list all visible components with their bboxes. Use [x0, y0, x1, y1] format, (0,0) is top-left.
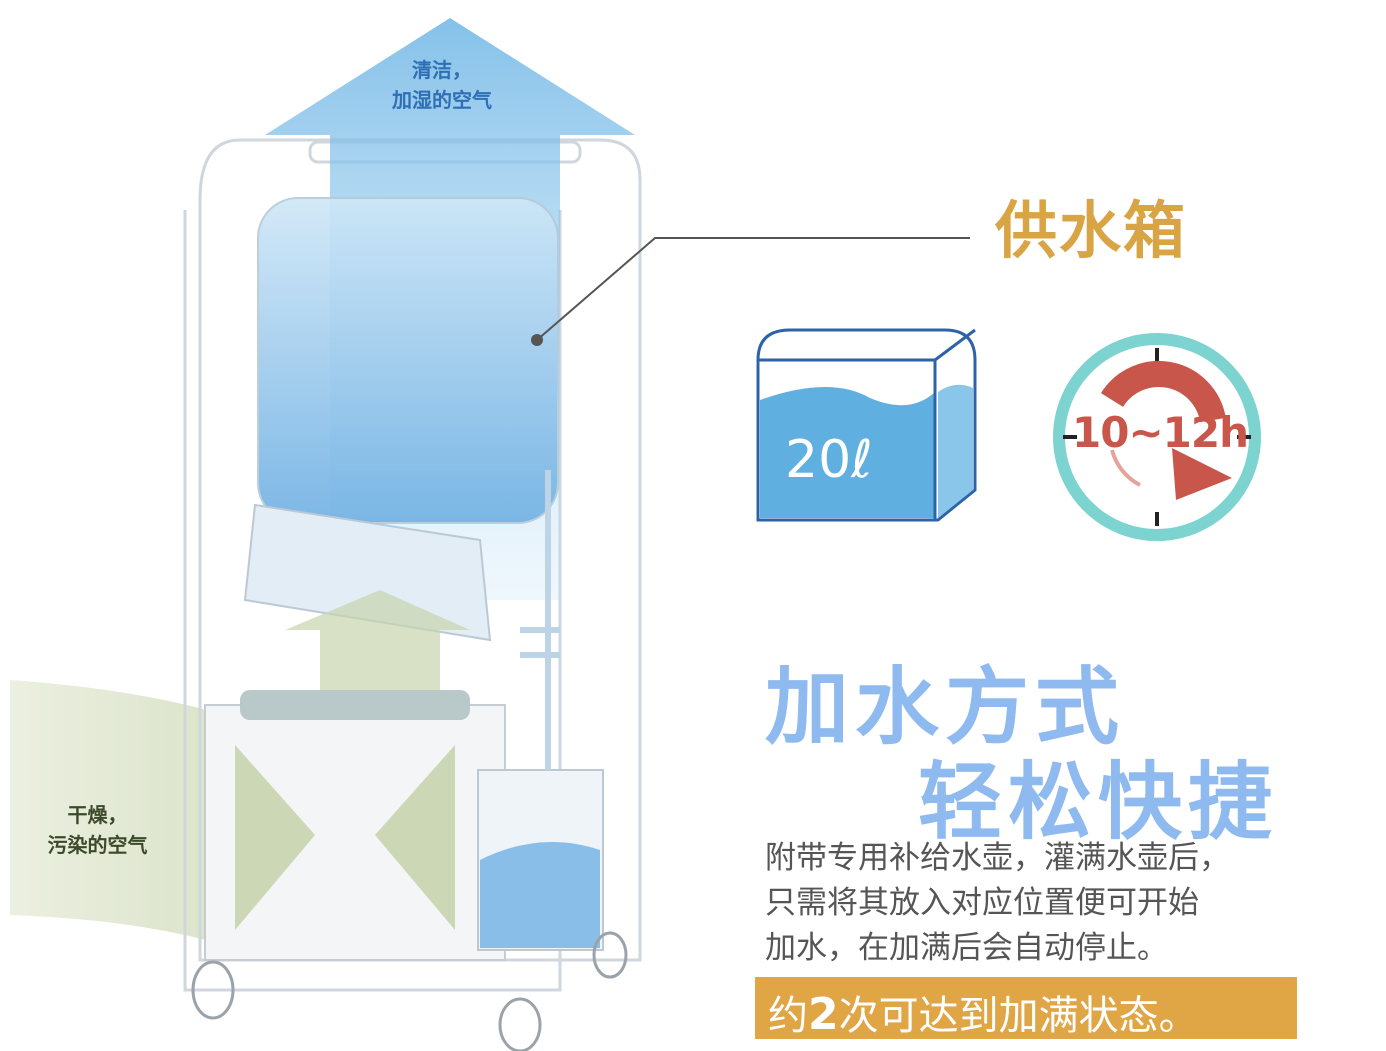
highlight-bar — [755, 977, 1297, 1039]
clean-air-label: 清洁， 加湿的空气 — [372, 55, 512, 115]
clock-duration: 10~12h — [1072, 408, 1249, 457]
humidifying-filter — [243, 503, 492, 642]
heading-line-1: 加水方式 — [765, 658, 1126, 756]
heading-line-2: 轻松快捷 — [918, 753, 1279, 851]
water-tank — [257, 197, 559, 524]
highlight-suffix: 次可达到加满状态。 — [838, 993, 1199, 1039]
highlight-number: 2 — [808, 989, 839, 1040]
clean-air-label-line: 清洁， — [412, 58, 472, 82]
description: 附带专用补给水壶，灌满水壶后， 只需将其放入对应位置便可开始 加水，在加满后会自… — [765, 836, 1230, 971]
description-line: 附带专用补给水壶，灌满水壶后， — [765, 840, 1230, 876]
dirty-air-label-line: 污染的空气 — [47, 833, 148, 857]
clock-icon — [1053, 333, 1261, 541]
description-line: 加水，在加满后会自动停止。 — [765, 930, 1168, 966]
wheels — [191, 931, 628, 1051]
callout-line — [536, 237, 970, 341]
dirty-air-label: 干燥， 污染的空气 — [25, 800, 170, 860]
dirty-air-label-line: 干燥， — [67, 803, 128, 827]
callout-title: 供水箱 — [995, 194, 1188, 267]
callout-dot — [531, 334, 543, 346]
highlight-prefix: 约 — [768, 993, 808, 1039]
water-tank-icon — [756, 328, 977, 522]
tank-volume: 20ℓ — [785, 430, 873, 490]
clean-air-label-line: 加湿的空气 — [392, 88, 492, 112]
description-line: 只需将其放入对应位置便可开始 — [765, 885, 1199, 921]
highlight-text: 约2次可达到加满状态。 — [768, 983, 1199, 1041]
